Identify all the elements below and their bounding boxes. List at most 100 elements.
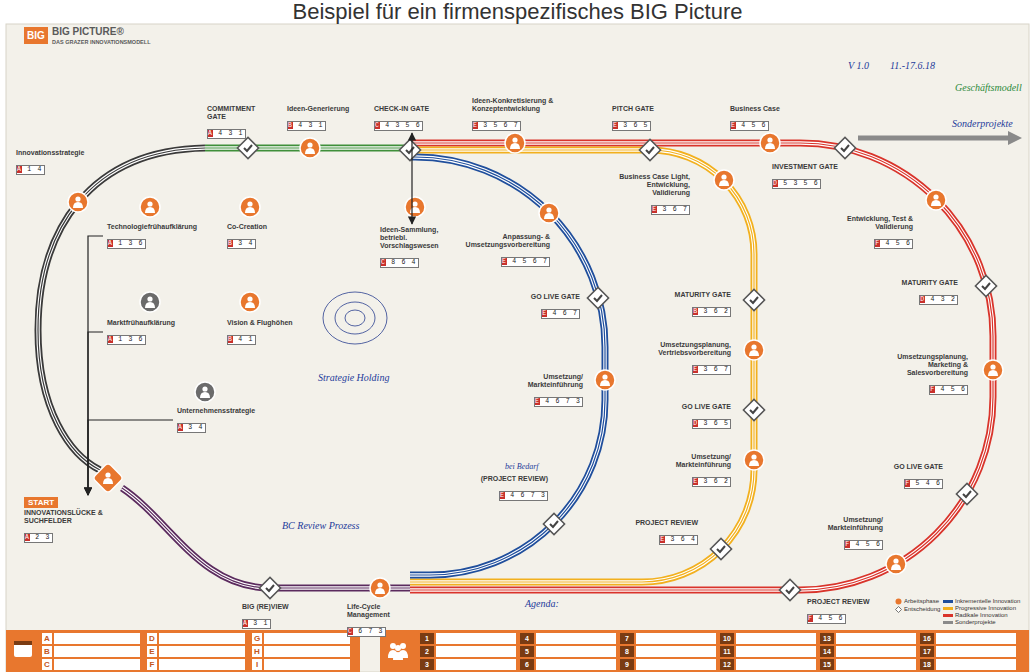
- table-cell: [836, 633, 916, 644]
- table-cell: [936, 659, 1016, 670]
- station-name: Umsetzung/ Markteinführung: [802, 516, 883, 532]
- code-cells: B 3 6 2: [692, 307, 731, 317]
- station-name: PITCH GATE: [612, 105, 668, 113]
- table-row-number: 6: [520, 659, 534, 670]
- station-name: GO LIVE GATE: [660, 403, 731, 411]
- table-row-number: 9: [620, 659, 634, 670]
- table-row-number: 3: [420, 659, 434, 670]
- station-label: Ideen-Konkretisierung & Konzeptentwicklu…: [470, 96, 565, 132]
- handwritten-note: bei Bedarf: [505, 462, 539, 471]
- station-name: Umsetzung/ Markteinführung: [650, 453, 731, 469]
- hand-sketch: [323, 292, 387, 344]
- station-name: Vision & Flughöhen: [227, 319, 303, 327]
- table-row-number: 16: [920, 633, 934, 644]
- table-row-letter: F: [147, 659, 157, 670]
- code-cells: F 4 5 6: [807, 614, 846, 624]
- station-name: INVESTMENT GATE: [772, 163, 850, 171]
- station-label: BIG (RE)VIEWA 3 1: [240, 602, 302, 630]
- station-label: PROJECT REVIEWE 3 6 4: [620, 518, 700, 546]
- legend-text: Sonderprojekte: [955, 619, 996, 625]
- person-body: [305, 148, 315, 154]
- table-row-letter: C: [42, 659, 52, 670]
- table-row-letter: E: [147, 646, 157, 657]
- phase-icon: [195, 382, 215, 402]
- station-name: GO LIVE GATE: [872, 463, 943, 471]
- code-cells: B 3 4: [227, 239, 256, 249]
- code-cells: E 4 5 6: [730, 121, 769, 131]
- phase-icon: [140, 292, 160, 312]
- phase-circle: [539, 203, 559, 223]
- code-cells: F 5 4 6: [904, 479, 943, 489]
- check-mark: [841, 145, 849, 151]
- person-body: [145, 207, 155, 213]
- check-mark: [244, 145, 252, 151]
- person-head: [933, 194, 938, 199]
- code-cells: D 4 3 2: [919, 295, 958, 305]
- legend-entry: Entscheidung: [895, 606, 940, 613]
- handwritten-note: Agenda:: [525, 598, 559, 609]
- person-body: [600, 380, 610, 386]
- station-label: Co-CreationB 3 4: [225, 222, 287, 250]
- phase-icon: [744, 340, 764, 360]
- handwritten-note: 11.-17.6.18: [890, 60, 935, 71]
- track-stripe: [38, 148, 205, 470]
- legend-box: ArbeitsphaseEntscheidungInkrementelle In…: [893, 597, 1027, 627]
- gate-icon: [834, 137, 855, 158]
- station-name: Entwicklung, Test & Validierung: [832, 215, 913, 231]
- table-row-number: 5: [520, 646, 534, 657]
- table-cell: [436, 659, 516, 670]
- station-label: InnovationsstrategieA 1 4: [14, 148, 88, 176]
- person-head: [546, 207, 551, 212]
- gate-icon: [743, 289, 764, 310]
- station-label: Life-Cycle ManagementC 6 7 3: [345, 602, 425, 638]
- start-diamond: [92, 462, 123, 493]
- strategy-track: [38, 148, 205, 470]
- phase-circle: [983, 360, 1003, 380]
- logo-title: BIG PICTURE®: [52, 26, 124, 37]
- gate-diamond: [779, 579, 800, 600]
- station-name: Umsetzung/ Markteinführung: [507, 373, 583, 389]
- code-cells: F 4 5 6: [844, 540, 883, 550]
- track-stripe: [410, 157, 605, 575]
- track-stripe: [410, 143, 993, 590]
- handwritten-note: Sonderprojekte: [952, 118, 1013, 129]
- gate-diamond: [743, 289, 764, 310]
- gate-icon: [237, 137, 258, 158]
- code-cells: B 4 3 1: [287, 121, 326, 131]
- phase-circle: [140, 197, 160, 217]
- station-label: GO LIVE GATEE 4 6 7: [512, 292, 582, 320]
- check-mark: [406, 147, 414, 153]
- flow-arrow: [411, 133, 412, 224]
- phase-circle: [68, 192, 88, 212]
- table-row-number: 13: [820, 633, 834, 644]
- legend-text: Radikale Innovation: [955, 612, 1008, 618]
- person-head: [395, 645, 401, 651]
- legend-entry: Inkrementelle Innovation: [943, 598, 1020, 605]
- code-cells: A 1 3 6: [107, 239, 146, 249]
- code-cells: E 3 6 2: [692, 477, 731, 487]
- code-cells: B 4 1: [227, 335, 256, 345]
- station-name: Marktfrühaufklärung: [107, 319, 198, 327]
- table-cell: [54, 646, 140, 657]
- phase-circle: [240, 292, 260, 312]
- phase-icon: [370, 578, 390, 598]
- person-body: [200, 392, 210, 398]
- phase-icon: [240, 197, 260, 217]
- logo-mark: BIG: [24, 27, 48, 44]
- progressive-track: [410, 150, 754, 582]
- person-body: [988, 370, 998, 376]
- station-label: Entwicklung, Test & ValidierungF 4 5 6: [830, 214, 915, 250]
- legend-icon: [895, 606, 902, 613]
- table-row-letter: H: [252, 646, 262, 657]
- table-cell: [264, 633, 350, 644]
- review-track: [122, 488, 410, 588]
- hand-sketch: [345, 310, 365, 326]
- station-name: Ideen-Generierung: [287, 105, 355, 113]
- check-mark: [786, 587, 794, 593]
- phase-icon: [240, 292, 260, 312]
- table-cell: [159, 659, 245, 670]
- person-head: [247, 296, 252, 301]
- table-cell: [536, 633, 616, 644]
- person-body: [891, 564, 901, 570]
- person-head: [751, 344, 756, 349]
